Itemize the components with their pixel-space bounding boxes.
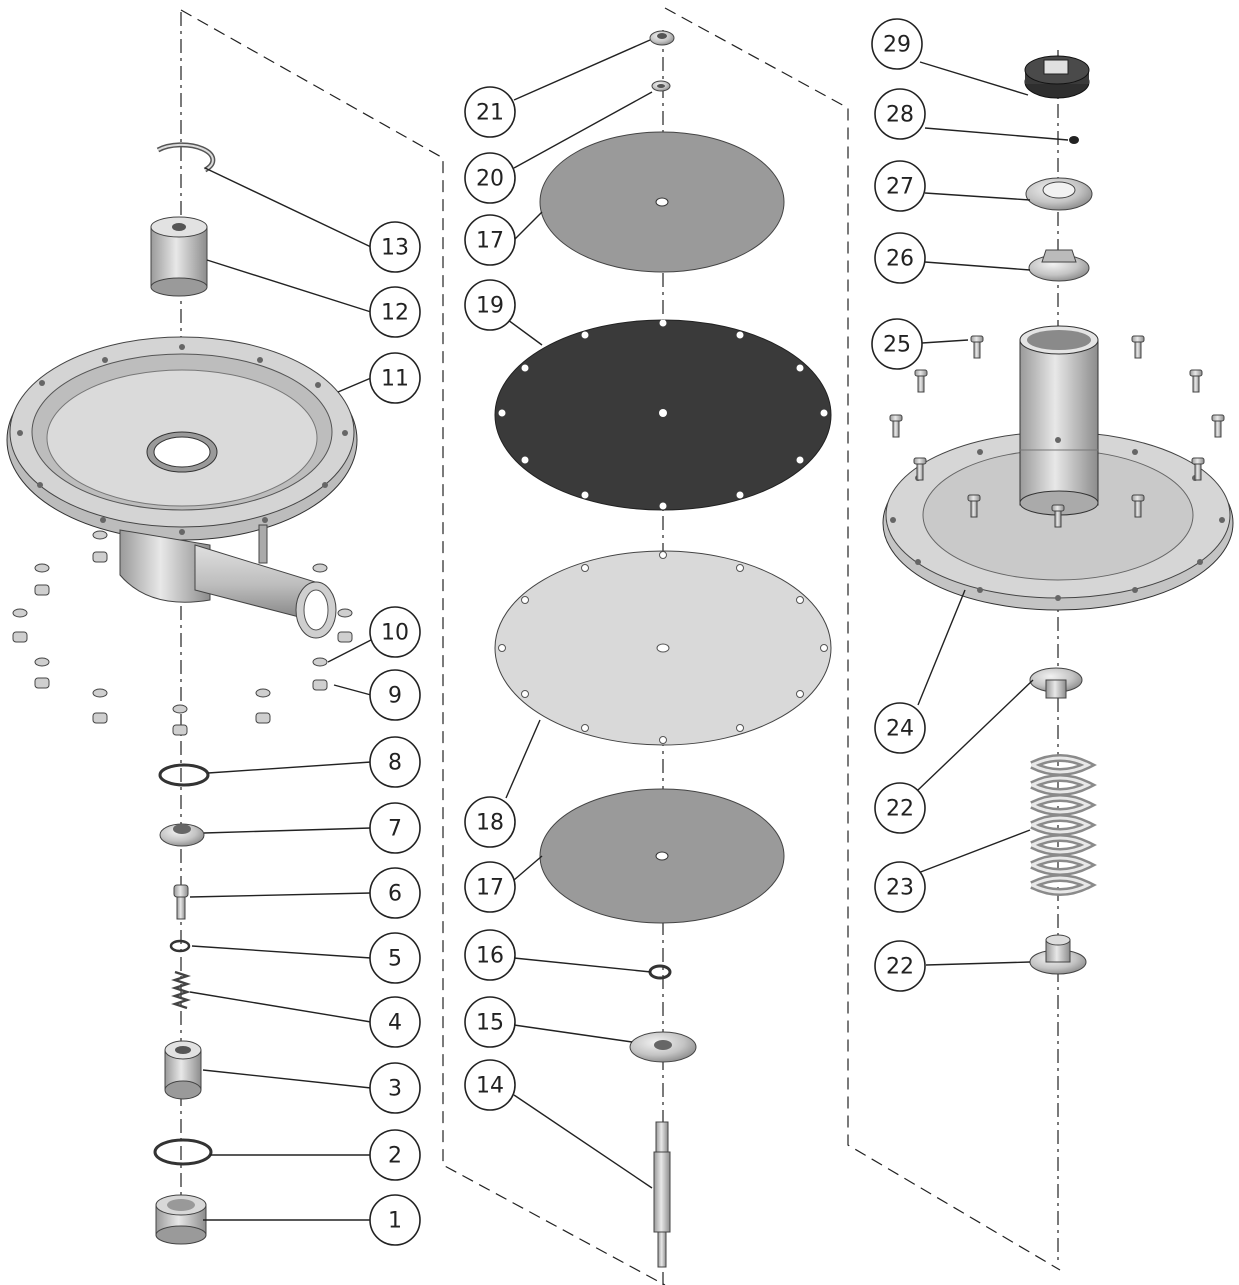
svg-text:8: 8 — [388, 751, 402, 776]
svg-text:13: 13 — [381, 236, 409, 261]
item-balloons: 1 2 3 4 5 6 7 8 9 10 11 12 13 14 15 16 1… — [369, 18, 926, 1246]
svg-text:4: 4 — [388, 1011, 402, 1036]
svg-text:11: 11 — [381, 367, 409, 392]
svg-text:17: 17 — [476, 229, 504, 254]
svg-text:6: 6 — [388, 882, 402, 907]
part-28-small-ball — [1069, 136, 1079, 144]
svg-text:29: 29 — [883, 33, 911, 58]
balloon-4: 4 — [369, 996, 421, 1048]
balloon-10: 10 — [369, 606, 421, 658]
balloon-22-lower: 22 — [874, 940, 926, 992]
svg-text:22: 22 — [886, 797, 914, 822]
svg-text:14: 14 — [476, 1074, 504, 1099]
svg-text:28: 28 — [886, 103, 914, 128]
svg-text:2: 2 — [388, 1144, 402, 1169]
balloon-22-upper: 22 — [874, 782, 926, 834]
balloon-1: 1 — [369, 1194, 421, 1246]
svg-text:3: 3 — [388, 1077, 402, 1102]
part-12-bushing — [150, 216, 208, 297]
balloon-9: 9 — [369, 669, 421, 721]
svg-text:7: 7 — [388, 817, 402, 842]
svg-text:15: 15 — [476, 1011, 504, 1036]
exploded-view-boundaries — [180, 7, 1061, 1285]
balloon-28: 28 — [874, 88, 926, 140]
svg-text:22: 22 — [886, 955, 914, 980]
balloon-27: 27 — [874, 160, 926, 212]
leader-lines — [189, 39, 1069, 1221]
part-5-washer — [169, 939, 191, 953]
balloon-25: 25 — [871, 318, 923, 370]
part-3-valve-body — [164, 1040, 202, 1100]
part-17-lower-plate — [539, 788, 785, 924]
part-14-stem — [653, 1121, 671, 1268]
part-8-o-ring — [158, 763, 210, 787]
part-26-adjuster — [1028, 249, 1090, 282]
part-1-plug — [155, 1194, 207, 1245]
svg-text:17: 17 — [476, 876, 504, 901]
part-21-nut — [649, 30, 675, 46]
svg-text:23: 23 — [886, 876, 914, 901]
svg-text:1: 1 — [388, 1209, 402, 1234]
part-24-upper-housing — [882, 325, 1234, 611]
balloon-18: 18 — [464, 796, 516, 848]
svg-text:18: 18 — [476, 811, 504, 836]
balloon-13: 13 — [369, 221, 421, 273]
parts-9-10-nuts-washers — [12, 530, 353, 736]
balloon-20: 20 — [464, 152, 516, 204]
svg-text:26: 26 — [886, 247, 914, 272]
part-23-spring — [1030, 754, 1097, 896]
balloon-29: 29 — [871, 18, 923, 70]
part-22-upper-spring-seat — [1029, 667, 1083, 699]
part-29-cap — [1024, 55, 1090, 99]
part-27-ring-nut — [1025, 177, 1093, 211]
svg-text:25: 25 — [883, 333, 911, 358]
part-22-lower-spring-seat — [1029, 934, 1087, 975]
balloon-6: 6 — [369, 867, 421, 919]
part-20-washer — [651, 80, 671, 92]
balloon-15: 15 — [464, 996, 516, 1048]
part-7-seat — [159, 823, 205, 847]
part-16-washer — [648, 964, 672, 980]
balloon-24: 24 — [874, 702, 926, 754]
balloon-8: 8 — [369, 736, 421, 788]
svg-text:21: 21 — [476, 101, 504, 126]
svg-text:24: 24 — [886, 717, 914, 742]
part-19-diaphragm-dark — [494, 319, 832, 511]
balloon-5: 5 — [369, 932, 421, 984]
balloon-7: 7 — [369, 802, 421, 854]
balloon-23: 23 — [874, 861, 926, 913]
part-11-lower-housing — [6, 336, 358, 639]
part-13-retaining-ring — [156, 142, 216, 173]
part-4-spring — [171, 970, 191, 1010]
svg-text:27: 27 — [886, 175, 914, 200]
part-25-screws — [889, 335, 1225, 528]
balloon-14: 14 — [464, 1059, 516, 1111]
balloon-21: 21 — [464, 86, 516, 138]
svg-text:19: 19 — [476, 294, 504, 319]
balloon-3: 3 — [369, 1062, 421, 1114]
svg-text:20: 20 — [476, 167, 504, 192]
part-2-o-ring — [153, 1138, 213, 1166]
svg-text:10: 10 — [381, 621, 409, 646]
svg-text:12: 12 — [381, 301, 409, 326]
svg-text:9: 9 — [388, 684, 402, 709]
part-15-plate-washer — [629, 1031, 697, 1063]
svg-text:16: 16 — [476, 944, 504, 969]
balloon-2: 2 — [369, 1129, 421, 1181]
balloon-19: 19 — [464, 279, 516, 331]
part-17-upper-plate — [539, 131, 785, 273]
balloon-11: 11 — [369, 352, 421, 404]
balloon-12: 12 — [369, 286, 421, 338]
svg-text:5: 5 — [388, 947, 402, 972]
part-18-diaphragm-light — [494, 550, 832, 746]
balloon-26: 26 — [874, 232, 926, 284]
balloon-17-lower: 17 — [464, 861, 516, 913]
balloon-17-upper: 17 — [464, 214, 516, 266]
balloon-16: 16 — [464, 929, 516, 981]
part-6-screw — [173, 884, 189, 920]
